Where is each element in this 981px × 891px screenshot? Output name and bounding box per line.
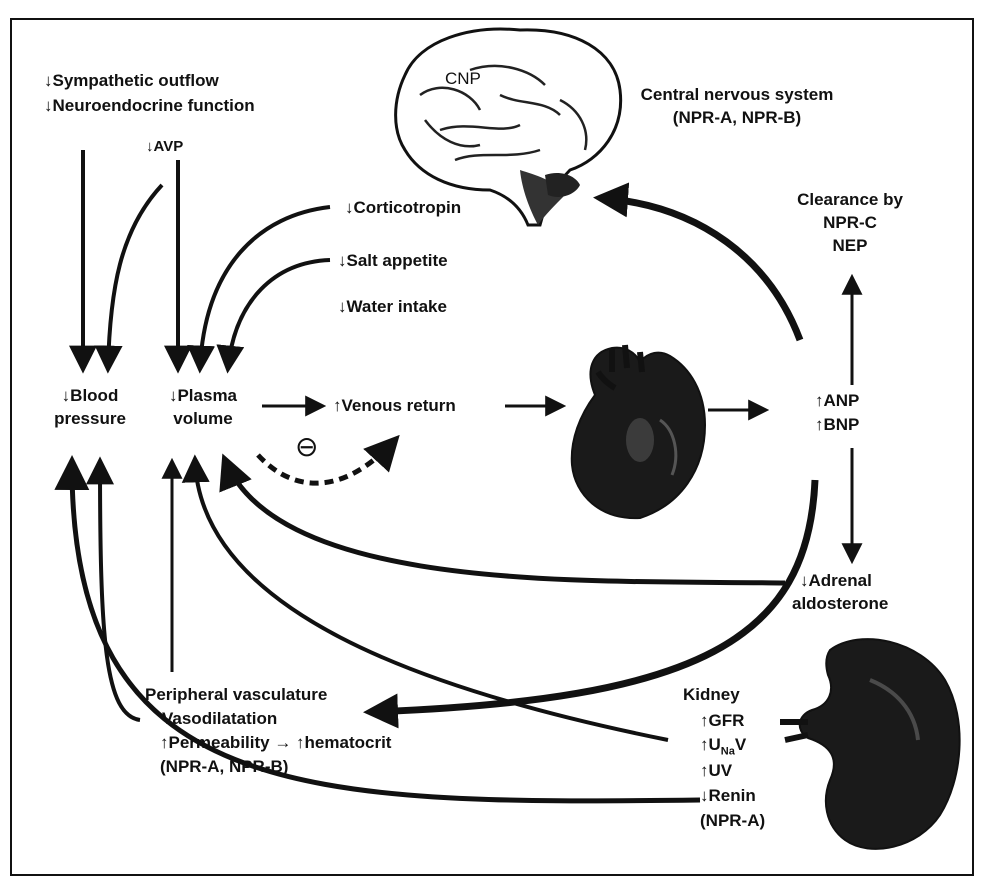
label-nep: NEP bbox=[770, 235, 930, 256]
label-unav: ↑UNaV bbox=[700, 734, 746, 755]
arrow-salt-to-pv bbox=[228, 260, 330, 368]
label-bnp: ↑BNP bbox=[815, 414, 859, 435]
label-corticotropin: ↓Corticotropin bbox=[345, 197, 461, 218]
label-kidney-receptor: (NPR-A) bbox=[700, 810, 765, 831]
inhibition-icon: ⊖ bbox=[295, 436, 318, 457]
kidney-icon bbox=[780, 639, 960, 849]
label-adrenal: ↓Adrenal bbox=[800, 570, 872, 591]
arrow-peripheral-to-bp bbox=[100, 462, 140, 720]
label-clearance: Clearance by bbox=[770, 189, 930, 210]
label-kidney: Kidney bbox=[683, 684, 740, 705]
label-uv: ↑UV bbox=[700, 760, 732, 781]
label-aldosterone: aldosterone bbox=[792, 593, 888, 614]
label-npr-c: NPR-C bbox=[770, 212, 930, 233]
label-permeability: ↑Permeability → ↑hematocrit bbox=[160, 732, 391, 753]
label-plasma-volume-2: volume bbox=[148, 408, 258, 429]
label-blood-pressure-2: pressure bbox=[40, 408, 140, 429]
label-cns-receptors: (NPR-A, NPR-B) bbox=[612, 107, 862, 128]
arrow-adrenal-to-pv bbox=[225, 460, 785, 583]
label-anp: ↑ANP bbox=[815, 390, 859, 411]
label-peripheral-receptors: (NPR-A, NPR-B) bbox=[160, 756, 288, 777]
label-water-intake: ↓Water intake bbox=[338, 296, 447, 317]
label-avp: ↓AVP bbox=[146, 136, 183, 157]
arrow-inhibition-dashed bbox=[258, 440, 395, 483]
label-plasma-volume: ↓Plasma bbox=[148, 385, 258, 406]
label-cnp: CNP bbox=[445, 68, 481, 89]
label-neuroendocrine-function: ↓Neuroendocrine function bbox=[44, 95, 255, 116]
label-sympathetic-outflow: ↓Sympathetic outflow bbox=[44, 70, 219, 91]
label-salt-appetite: ↓Salt appetite bbox=[338, 250, 448, 271]
heart-icon bbox=[572, 345, 705, 518]
label-peripheral-vasculature: Peripheral vasculature bbox=[145, 684, 327, 705]
label-renin: ↓Renin bbox=[700, 785, 756, 806]
label-vasodilatation: Vasodilatation bbox=[162, 708, 277, 729]
label-blood-pressure: ↓Blood bbox=[40, 385, 140, 406]
arrow-avp-to-bp bbox=[108, 185, 162, 368]
label-venous-return: ↑Venous return bbox=[333, 395, 456, 416]
label-gfr: ↑GFR bbox=[700, 710, 744, 731]
label-cns: Central nervous system bbox=[612, 84, 862, 105]
brain-icon bbox=[396, 29, 621, 225]
